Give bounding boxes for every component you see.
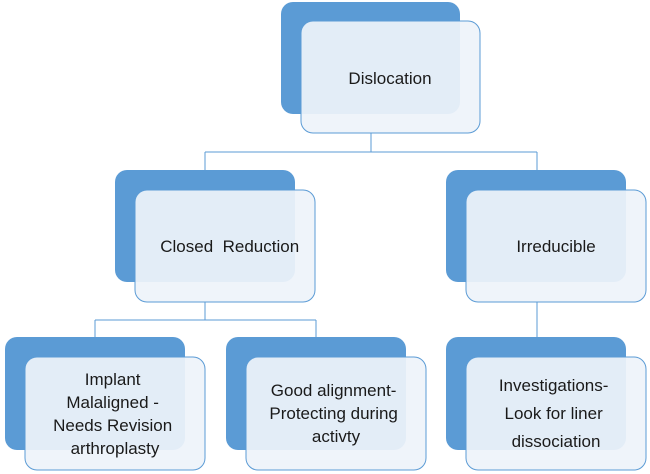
node-box <box>465 356 647 471</box>
connector-root-branches <box>204 133 538 170</box>
connector-closed-reduction-branches <box>94 302 317 337</box>
node-label-good-alignment: Good alignment- Protecting during activt… <box>269 381 402 446</box>
node-box <box>245 356 427 471</box>
node-line: Good alignment- <box>271 381 397 400</box>
node-line: Protecting during <box>269 404 398 423</box>
node-label-irreducible: Irreducible <box>516 237 595 256</box>
node-line: Irreducible <box>516 237 595 256</box>
node-label-implant-malaligned: Implant Malaligned - Needs Revision arth… <box>53 370 177 458</box>
node-closed-reduction: Closed Reduction <box>115 170 323 303</box>
node-line: Closed Reduction <box>160 237 299 256</box>
node-implant-malaligned: Implant Malaligned - Needs Revision arth… <box>5 337 206 471</box>
node-line: Malaligned - <box>66 393 159 412</box>
node-line: dissociation <box>512 432 601 451</box>
node-line: activty <box>312 427 361 446</box>
node-investigations: Investigations- Look for liner dissociat… <box>446 337 647 471</box>
node-label-closed-reduction: Closed Reduction <box>127 237 323 256</box>
node-line: Look for liner <box>504 404 603 423</box>
node-box <box>134 189 316 303</box>
node-line: Investigations- <box>499 376 609 395</box>
node-line: arthroplasty <box>71 439 160 458</box>
node-box <box>465 189 647 303</box>
node-line: Needs Revision <box>53 416 172 435</box>
node-irreducible: Irreducible <box>446 170 647 303</box>
node-line: Implant <box>85 370 141 389</box>
node-label-dislocation: Dislocation <box>348 69 431 88</box>
node-label-investigations: Investigations- Look for liner dissociat… <box>499 376 613 451</box>
node-dislocation: Dislocation <box>281 2 481 134</box>
connectors <box>94 133 538 337</box>
node-box <box>24 356 206 471</box>
node-line: Dislocation <box>348 69 431 88</box>
node-good-alignment: Good alignment- Protecting during activt… <box>226 337 427 471</box>
node-box <box>300 20 481 134</box>
